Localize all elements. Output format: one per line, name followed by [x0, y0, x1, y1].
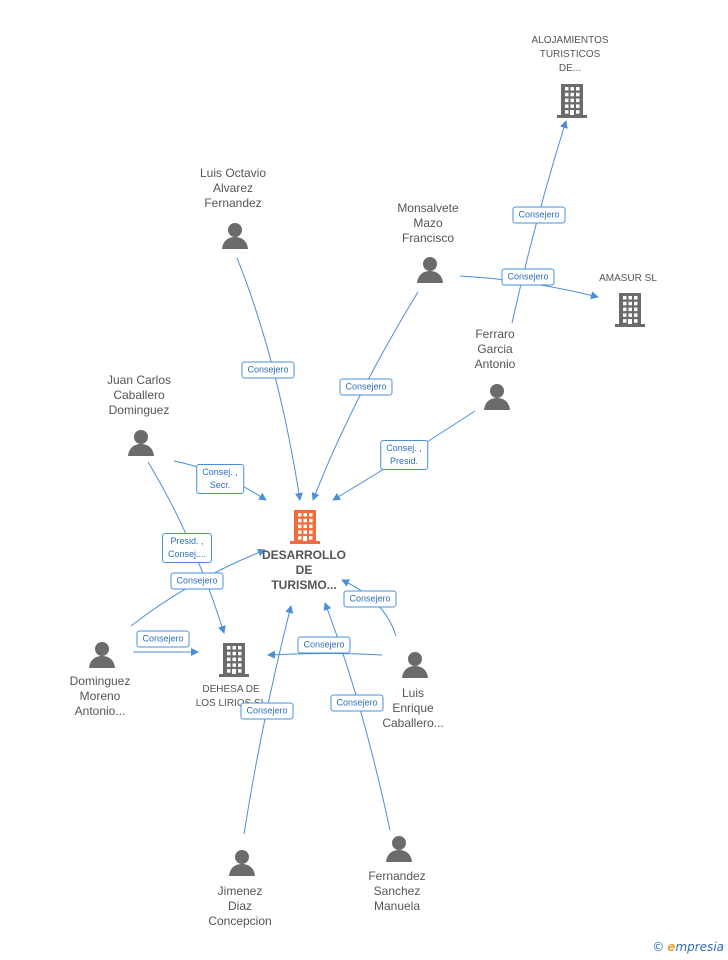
node-label-monsalvete[interactable]: Monsalvete Mazo Francisco — [397, 201, 459, 245]
building-icon[interactable] — [219, 643, 249, 677]
node-label-luis-enrique[interactable]: Luis Enrique Caballero... — [382, 686, 444, 730]
node-label-amasur[interactable]: AMASUR SL — [599, 273, 657, 284]
icons-layer — [89, 84, 645, 876]
building-icon[interactable] — [290, 510, 320, 544]
edge-label-luis_octavio-to-main[interactable]: Consejero — [241, 361, 295, 379]
node-label-juan-carlos[interactable]: Juan Carlos Caballero Dominguez — [106, 373, 172, 417]
edge-luis_octavio-to-main — [236, 257, 303, 501]
edge-label-luis_enrique-to-main[interactable]: Consejero — [343, 590, 397, 608]
person-icon[interactable] — [229, 850, 255, 876]
edge-label-monsalvete-to-amasur[interactable]: Consejero — [501, 268, 555, 286]
edge-label-juan_carlos-to-main[interactable]: Consej. , Secr. — [196, 464, 244, 494]
person-icon[interactable] — [89, 642, 115, 668]
edge-label-luis_enrique-to-dehesa[interactable]: Consejero — [297, 636, 351, 654]
empresia-watermark[interactable]: ©empresia — [652, 940, 724, 954]
brand-name: mpresia — [675, 940, 724, 954]
person-icon[interactable] — [484, 384, 510, 410]
edge-label-jimenez-to-main[interactable]: Consejero — [240, 702, 294, 720]
edge-monsalvete-to-main — [311, 291, 419, 501]
building-icon[interactable] — [557, 84, 587, 118]
edge-jimenez-to-main — [243, 605, 294, 835]
node-label-dominguez[interactable]: Dominguez Moreno Antonio... — [69, 674, 131, 718]
node-label-ferraro[interactable]: Ferraro Garcia Antonio — [474, 327, 516, 371]
person-icon[interactable] — [417, 257, 443, 283]
edge-label-dominguez-to-main[interactable]: Consejero — [170, 572, 224, 590]
edge-label-fernandez-to-main[interactable]: Consejero — [330, 694, 384, 712]
node-label-alojamientos[interactable]: ALOJAMIENTOS TURISTICOS DE... — [531, 35, 609, 74]
edge-label-ferraro-to-main[interactable]: Consej. , Presid. — [380, 440, 428, 470]
building-icon[interactable] — [615, 293, 645, 327]
brand-e: e — [667, 940, 676, 954]
copyright-icon: © — [652, 940, 665, 954]
edge-label-monsalvete-to-main[interactable]: Consejero — [339, 378, 393, 396]
node-label-fernandez[interactable]: Fernandez Sanchez Manuela — [368, 869, 426, 913]
edge-luis_enrique-to-dehesa — [267, 650, 383, 659]
node-label-main[interactable]: DESARROLLO DE TURISMO... — [262, 548, 346, 592]
edge-label-dominguez-to-dehesa[interactable]: Consejero — [136, 630, 190, 648]
edge-label-juan_carlos-to-dehesa[interactable]: Presid. , Consej.... — [161, 533, 213, 563]
node-label-luis-octavio[interactable]: Luis Octavio Alvarez Fernandez — [199, 166, 267, 210]
person-icon[interactable] — [386, 836, 412, 862]
node-label-jimenez[interactable]: Jimenez Diaz Concepcion — [208, 884, 272, 928]
person-icon[interactable] — [402, 652, 428, 678]
person-icon[interactable] — [128, 430, 154, 456]
edge-label-ferraro-to-alojamientos[interactable]: Consejero — [512, 206, 566, 224]
person-icon[interactable] — [222, 223, 248, 249]
